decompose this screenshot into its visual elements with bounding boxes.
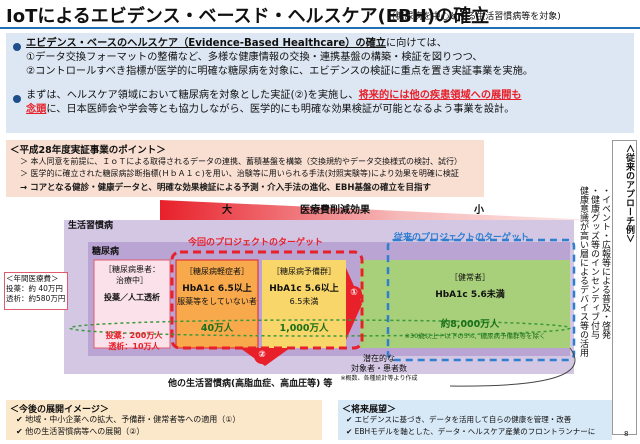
prev-target-frame xyxy=(386,238,576,362)
connector-line xyxy=(449,347,576,387)
step-1-icon xyxy=(346,286,362,302)
points-item: ＞ 本人同意を前提に、ＩｏＴによる取得されるデータの連携、蓄積基盤を構築（交換規… xyxy=(20,157,463,166)
patients-title: ［糖尿病患者： 治療中］ 投薬／人工透析 xyxy=(104,265,160,302)
this-target-label: 今回のプロジェクトのターゲット xyxy=(188,238,324,248)
points-item: ＞ 医学的に確立された糖尿病診断指標(ＨｂＡ１ｃ)を用い、治験等に用いられる手法… xyxy=(20,169,459,178)
future-right-item: ✔ EBHモデルを軸とした、データ・ヘルスケア産業のフロントランナーに xyxy=(346,427,596,436)
mild-box xyxy=(175,259,259,349)
points-box: ＜平成28年度実証事業のポイント＞ ＞ 本人同意を前提に、ＩｏＴによる取得される… xyxy=(6,140,484,197)
intro-line: エビデンス・ベースのヘルスケア（Evidence-Based Healthcar… xyxy=(26,38,447,49)
annual-cost-head: ＜年間医療費＞ xyxy=(6,274,59,283)
step-2-label: ② xyxy=(258,350,266,360)
future-left-item: ✔ 他の生活習慣病等への展開（②） xyxy=(16,427,145,436)
bullet-icon xyxy=(13,43,21,51)
other-diseases: 他の生活習慣病(高脂血症、高血圧等) 等 xyxy=(168,379,333,389)
intro-line: ①データ交換フォーマットの整備など、多様な健康情報の交換・連携基盤の構築・検証を… xyxy=(26,52,483,63)
title-rule xyxy=(0,27,640,29)
future-right-item: ✔ エビデンスに基づき、データを活用して自らの健康を管理・改善 xyxy=(346,415,572,424)
healthy-text: ［健常者］ HbA1c 5.6未満 xyxy=(435,273,505,300)
approach-box: ＜従来のアプローチ例＞ xyxy=(612,140,637,435)
diabetes-label: 糖尿病 xyxy=(92,247,120,257)
pre-count: 1,000万人 xyxy=(279,323,329,334)
future-left-head: ＜今後の展開イメージ＞ xyxy=(10,405,109,415)
approach-line: ・健康グッズ等のインセンティブ付与 xyxy=(589,186,599,339)
latent-text: 潜在的な 対象者・患者数 ※概数、各種統計等より作成 xyxy=(340,354,418,382)
annual-cost-box: ＜年間医療費＞ 投薬：約 40万円 透析：約580万円 xyxy=(4,272,68,310)
healthy-count: 約8,000万人 xyxy=(440,319,500,330)
approach-line: ・イベント・広報等による普及・啓発 xyxy=(600,186,610,339)
mild-count: 40万人 xyxy=(200,323,234,334)
future-right-head: ＜将来展望＞ xyxy=(342,405,397,415)
points-heading: ＜平成28年度実証事業のポイント＞ xyxy=(10,145,166,156)
lifestyle-label: 生活習慣病 xyxy=(68,221,114,231)
expand-arrow-right xyxy=(346,268,362,340)
future-right-box: ＜将来展望＞ ✔ エビデンスに基づき、データを活用して自らの健康を管理・改善 ✔… xyxy=(338,400,612,440)
intro-line: ②コントロールすべき指標が医学的に明確な糖尿病を対象に、エビデンスの検証に重点を… xyxy=(26,66,534,77)
effect-big: 大 xyxy=(222,205,232,216)
healthy-area xyxy=(360,260,570,348)
future-left-item: ✔ 地域・中小企業への拡大、予備群・健常者等への適用（①） xyxy=(16,415,241,424)
page-number: 8 xyxy=(624,430,629,438)
future-left-box: ＜今後の展開イメージ＞ ✔ 地域・中小企業への拡大、予備群・健常者等への適用（①… xyxy=(6,400,322,440)
annual-cost-line: 透析：約580万円 xyxy=(6,294,66,303)
approach-title: ＜従来のアプローチ例＞ xyxy=(624,144,634,244)
annual-cost-line: 投薬：約 40万円 xyxy=(6,284,63,293)
approach-line: 健康意識が高い層によるデバイス等の活用 xyxy=(578,186,588,357)
step-1-label: ① xyxy=(350,288,358,298)
page-subtitle: (糖尿病を中心とする生活習慣病等を対象) xyxy=(392,12,561,22)
intro-line: まずは、ヘルスケア領域において糖尿病を対象とした実証(②)を実施し、将来的には他… xyxy=(26,90,522,101)
page-title: IoTによるエビデンス・ベースド・ヘルスケア(EBH)の確立 xyxy=(6,6,490,27)
pre-text: ［糖尿病予備群］ HbA1c 5.6以上 6.5未満 xyxy=(269,267,339,306)
bullet-icon xyxy=(13,95,21,103)
points-item: → コアとなる健診・健康データと、明確な効果検証による予測・介入手法の進化、EB… xyxy=(20,183,431,193)
intro-line: 念頭に、日本医師会や学会等とも協力しながら、医学的にも明確な効果検証が可能となる… xyxy=(26,104,515,115)
step-2-icon xyxy=(254,348,270,364)
mild-text: ［糖尿病軽症者］ HbA1c 6.5以上 服薬等をしていない者 xyxy=(177,267,257,306)
prev-target-label: 従来のプロジェクトのターゲット xyxy=(394,233,530,243)
effect-small: 小 xyxy=(474,205,484,216)
effect-label: 医療費削減効果 xyxy=(300,205,370,216)
intro-box: エビデンス・ベースのヘルスケア（Evidence-Based Healthcar… xyxy=(6,33,634,133)
healthy-note: ※30歳以上＋以下の5%、糖尿病予備群等を除く xyxy=(404,332,546,340)
ebh-diagram xyxy=(64,200,596,387)
approach-lines: ・イベント・広報等による普及・啓発 ・健康グッズ等のインセンティブ付与 健康意識… xyxy=(578,186,610,372)
cost-effect-wedge xyxy=(160,200,596,224)
patients-count: 投薬：200万人 透析：10万人 xyxy=(105,331,163,351)
latent-ellipse xyxy=(69,319,571,337)
pre-box xyxy=(262,260,346,348)
